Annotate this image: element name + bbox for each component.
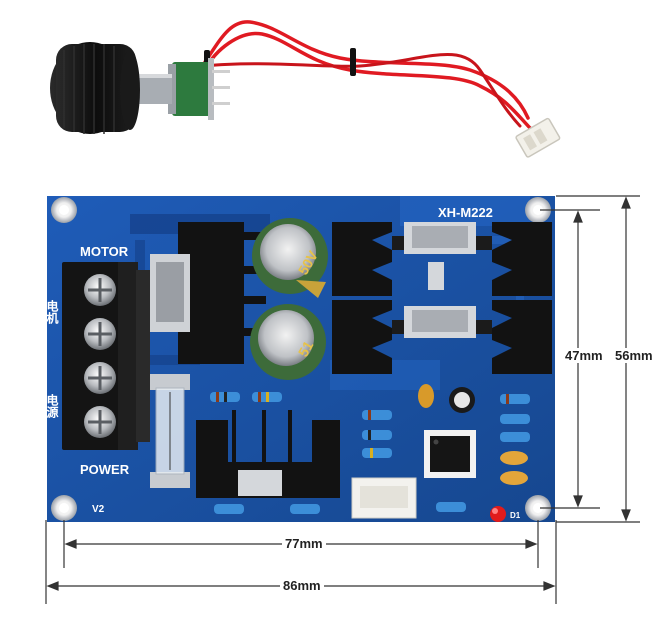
- resistor: [436, 502, 466, 512]
- resistor: [210, 392, 240, 402]
- pcb-board: 50V 51: [47, 196, 555, 522]
- capacitor-top: 50V: [252, 218, 328, 298]
- board-model: XH-M222: [438, 205, 493, 220]
- board-version: V2: [92, 504, 105, 515]
- capacitor-bottom: 51: [250, 304, 326, 380]
- board-height-label: 56mm: [612, 348, 656, 363]
- resistor: [362, 448, 392, 458]
- pcb-connector: [351, 477, 417, 519]
- capacitor-mark: 51: [295, 338, 317, 360]
- resistor: [252, 392, 282, 402]
- board-width-label: 86mm: [280, 578, 324, 593]
- heatsink-left: [150, 222, 266, 364]
- red-wire: [203, 20, 532, 130]
- heatsink-small: [196, 410, 340, 498]
- mount-hole: [51, 197, 77, 223]
- jst-connector: [515, 117, 561, 158]
- led-label: D1: [510, 511, 521, 520]
- resistor: [500, 414, 530, 424]
- knob: [50, 42, 140, 134]
- heatsink-right-top: [332, 222, 552, 296]
- ceramic-cap: [500, 471, 528, 485]
- resistor: [214, 504, 244, 514]
- red-wire-lower: [203, 53, 522, 128]
- hole-height-label: 47mm: [562, 348, 606, 363]
- mount-hole: [525, 495, 551, 521]
- heatsink-right-bottom: [332, 300, 552, 374]
- cable-tie: [350, 48, 356, 76]
- ceramic-cap: [500, 451, 528, 465]
- hole-width-label: 77mm: [282, 536, 326, 551]
- resistor: [500, 394, 530, 404]
- resistor: [290, 504, 320, 514]
- ic-chip: [424, 430, 476, 478]
- led-red: [490, 506, 506, 522]
- terminal-block: [62, 262, 150, 450]
- tantalum-cap: [418, 384, 434, 408]
- power-label: POWER: [80, 462, 130, 477]
- motor-label: MOTOR: [80, 244, 129, 259]
- potentiometer-assembly: [50, 20, 561, 158]
- fuse: [150, 374, 190, 488]
- mount-hole: [51, 495, 77, 521]
- pot-body: [172, 62, 212, 116]
- motor-cn-label: 电机: [45, 299, 59, 325]
- power-cn-label: 电源: [45, 393, 59, 419]
- resistor: [500, 432, 530, 442]
- resistor: [362, 430, 392, 440]
- resistor: [362, 410, 392, 420]
- mount-hole: [525, 197, 551, 223]
